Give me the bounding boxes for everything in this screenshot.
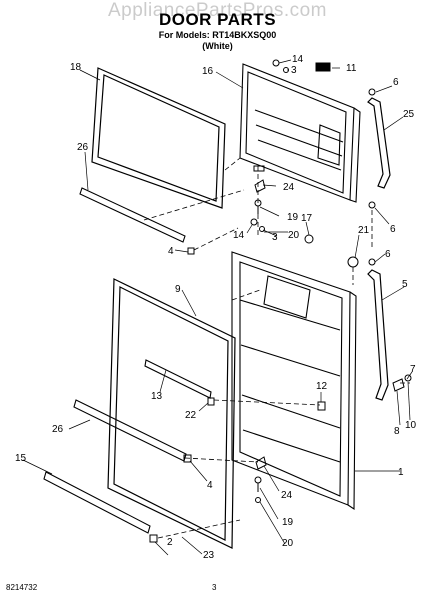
upper-small-parts xyxy=(187,59,376,255)
callout-5: 5 xyxy=(402,279,408,290)
callout-3b: 3 xyxy=(272,232,278,243)
alignment-lines xyxy=(143,157,410,539)
fresh-food-door-gasket xyxy=(107,278,236,549)
leader-lines xyxy=(22,59,413,556)
callout-20a: 20 xyxy=(288,230,300,241)
callout-6a: 6 xyxy=(393,77,399,88)
callout-24b: 24 xyxy=(281,490,293,501)
callout-19a: 19 xyxy=(287,212,299,223)
callout-11: 11 xyxy=(346,63,357,74)
fresh-food-door xyxy=(231,251,357,511)
callout-6c: 6 xyxy=(385,249,391,260)
lower-door-trims xyxy=(43,359,212,534)
freezer-handle xyxy=(367,97,391,189)
callout-1: 1 xyxy=(398,467,404,478)
callout-24a: 24 xyxy=(283,182,295,193)
subtitle-color: (White) xyxy=(202,41,233,51)
callout-3a: 3 xyxy=(291,65,297,76)
callout-26b: 26 xyxy=(52,424,64,435)
callout-20b: 20 xyxy=(282,538,294,549)
callout-labels: 18 16 14 3 11 6 25 26 24 6 19 17 14 3 20… xyxy=(15,54,417,561)
watermark: AppliancePartsPros.com xyxy=(107,0,328,21)
callout-10: 10 xyxy=(405,420,417,431)
callout-25: 25 xyxy=(403,109,415,120)
callout-22: 22 xyxy=(185,410,197,421)
lower-small-parts xyxy=(149,256,412,543)
freezer-door-trim xyxy=(79,187,186,243)
callout-9: 9 xyxy=(175,284,181,295)
callout-16: 16 xyxy=(202,66,214,77)
freezer-door xyxy=(239,63,361,203)
callout-12: 12 xyxy=(316,381,328,392)
callout-13: 13 xyxy=(151,391,163,402)
subtitle-models: For Models: RT14BKXSQ00 xyxy=(158,30,277,40)
callout-19b: 19 xyxy=(282,517,294,528)
callout-6b: 6 xyxy=(390,224,396,235)
callout-14b: 14 xyxy=(233,230,245,241)
callout-2: 2 xyxy=(167,537,173,548)
callout-21: 21 xyxy=(358,225,370,236)
callout-8: 8 xyxy=(394,426,400,437)
callout-26a: 26 xyxy=(77,142,89,153)
footer-page-number: 3 xyxy=(212,583,217,592)
callout-15: 15 xyxy=(15,453,27,464)
callout-17: 17 xyxy=(301,213,313,224)
title-block: DOOR PARTS For Models: RT14BKXSQ00 (Whit… xyxy=(0,10,435,52)
callout-23: 23 xyxy=(203,550,215,561)
callout-14a: 14 xyxy=(292,54,304,65)
fresh-food-handle xyxy=(367,269,389,401)
callout-7: 7 xyxy=(410,364,416,375)
page-title: DOOR PARTS xyxy=(158,10,277,29)
callout-18: 18 xyxy=(70,62,82,73)
footer-part-code: 8214732 xyxy=(6,583,38,592)
freezer-door-gasket xyxy=(91,67,226,209)
callout-4a: 4 xyxy=(168,246,174,257)
callout-4b: 4 xyxy=(207,480,213,491)
